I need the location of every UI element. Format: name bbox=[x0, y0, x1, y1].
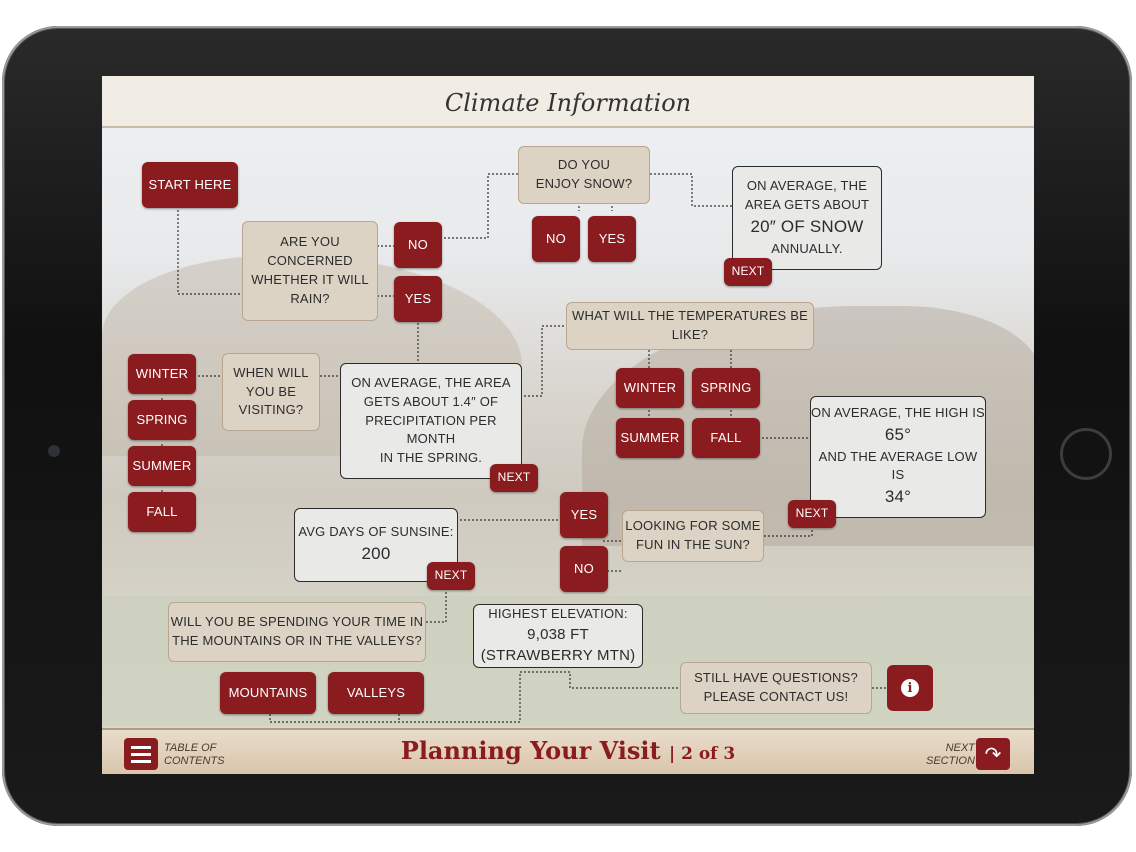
start-here-label[interactable]: START HERE bbox=[142, 162, 238, 208]
page-title: Climate Information bbox=[444, 89, 692, 117]
season-spring-button[interactable]: SPRING bbox=[128, 400, 196, 440]
info-button[interactable]: i bbox=[887, 665, 933, 711]
info-icon: i bbox=[901, 679, 919, 697]
temp-summer-button[interactable]: SUMMER bbox=[616, 418, 684, 458]
camera-dot bbox=[48, 445, 60, 457]
forward-arrow-icon: ↷ bbox=[984, 743, 1002, 766]
snow-no-button[interactable]: NO bbox=[532, 216, 580, 262]
rain-yes-button[interactable]: YES bbox=[394, 276, 442, 322]
page-indicator: | 2 of 3 bbox=[668, 744, 736, 764]
snow-yes-button[interactable]: YES bbox=[588, 216, 636, 262]
temperature-question: WHAT WILL THE TEMPERATURES BE LIKE? bbox=[566, 302, 814, 350]
app-screen: Climate Information bbox=[102, 76, 1034, 774]
sun-no-button[interactable]: NO bbox=[560, 546, 608, 592]
temp-spring-button[interactable]: SPRING bbox=[692, 368, 760, 408]
table-of-contents-button[interactable] bbox=[124, 738, 158, 770]
season-fall-button[interactable]: FALL bbox=[128, 492, 196, 532]
next-section-button[interactable]: ↷ bbox=[976, 738, 1010, 770]
valleys-button[interactable]: VALLEYS bbox=[328, 672, 424, 714]
flow-connectors bbox=[161, 173, 887, 723]
contact-prompt: STILL HAVE QUESTIONS?PLEASE CONTACT US! bbox=[680, 662, 872, 714]
season-summer-button[interactable]: SUMMER bbox=[128, 446, 196, 486]
temp-next-button[interactable]: NEXT bbox=[788, 500, 836, 528]
rain-next-button[interactable]: NEXT bbox=[490, 464, 538, 492]
temp-fall-button[interactable]: FALL bbox=[692, 418, 760, 458]
menu-icon bbox=[131, 745, 151, 749]
mountains-button[interactable]: MOUNTAINS bbox=[220, 672, 316, 714]
section-title: Planning Your Visit | 2 of 3 bbox=[400, 736, 736, 765]
sun-next-button[interactable]: NEXT bbox=[427, 562, 475, 590]
elevation-answer: HIGHEST ELEVATION:9,038 FT (STRAWBERRY M… bbox=[473, 604, 643, 668]
temp-winter-button[interactable]: WINTER bbox=[616, 368, 684, 408]
snow-next-button[interactable]: NEXT bbox=[724, 258, 772, 286]
season-winter-button[interactable]: WINTER bbox=[128, 354, 196, 394]
rain-no-button[interactable]: NO bbox=[394, 222, 442, 268]
title-bar: Climate Information bbox=[102, 76, 1034, 128]
sun-yes-button[interactable]: YES bbox=[560, 492, 608, 538]
home-button[interactable] bbox=[1060, 428, 1112, 480]
